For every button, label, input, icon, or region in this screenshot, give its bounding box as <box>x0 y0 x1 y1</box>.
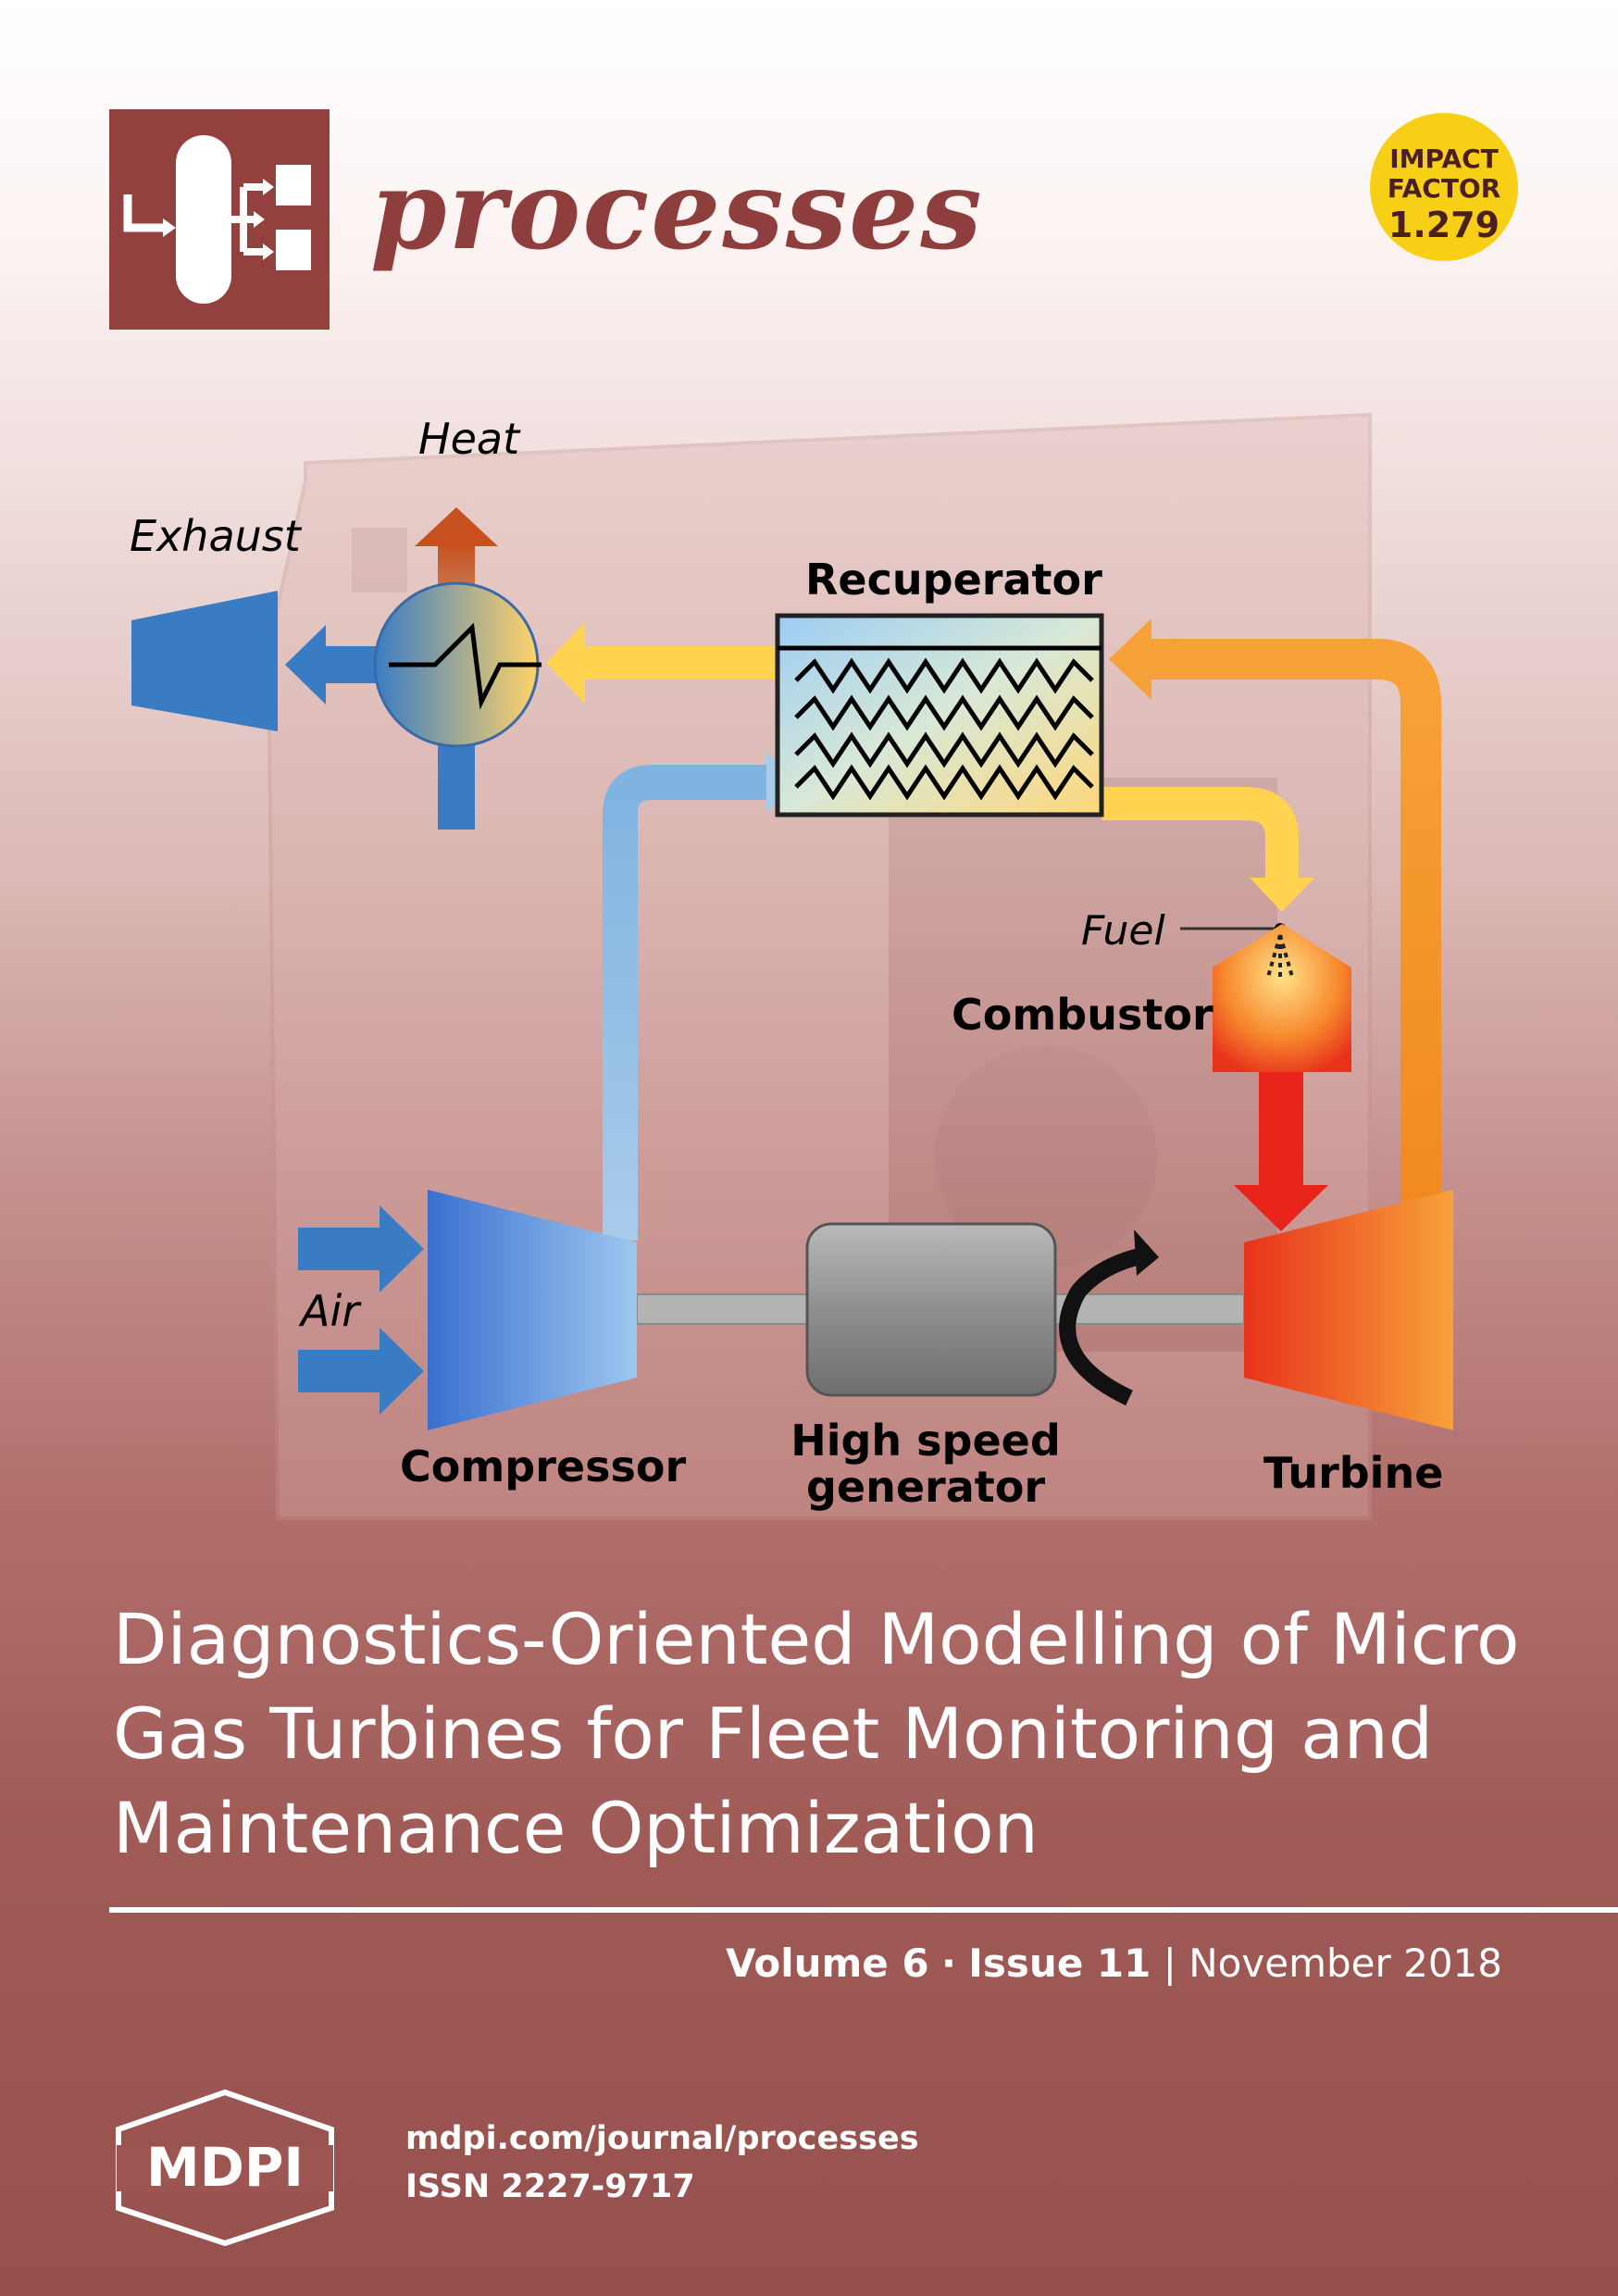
impact-factor-label-line2: FACTOR <box>1387 173 1501 204</box>
article-title-line2: Gas Turbines for Fleet Monitoring and <box>113 1692 1434 1775</box>
issue-date-divider: | <box>1163 1940 1176 1986</box>
issn: ISSN 2227-9717 <box>405 2168 695 2205</box>
combustion-gas-path <box>1259 1072 1303 1188</box>
combustion-gas-arrow-icon <box>1234 1185 1328 1231</box>
exhaust-label: Exhaust <box>130 511 303 561</box>
generator-label-line2: generator <box>806 1462 1045 1512</box>
volume-issue-separator: · <box>940 1940 956 1986</box>
turbine-label: Turbine <box>1263 1448 1443 1498</box>
hot-gas-path <box>1148 639 1441 1204</box>
exhaust-arrow-icon <box>546 622 585 704</box>
volume-label: Volume 6 <box>726 1940 929 1986</box>
preheated-air-path <box>1101 787 1299 880</box>
exhaust-path-yellow <box>579 646 778 680</box>
recuperator-coils <box>778 645 1101 801</box>
turbine-body <box>1244 1190 1453 1430</box>
mdpi-logo-text: MDPI <box>146 2136 304 2199</box>
combustor-chamber <box>1213 924 1351 1072</box>
article-title-line1: Diagnostics-Oriented Modelling of Micro <box>113 1598 1520 1680</box>
heat-exchanger-symbol <box>389 622 541 710</box>
generator-label-line1: High speed <box>790 1416 1061 1466</box>
recuperator-label: Recuperator <box>805 555 1102 605</box>
mdpi-logo-icon: MDPI <box>116 2089 334 2247</box>
compressor-body <box>428 1190 637 1430</box>
rotation-arrowhead-icon <box>1134 1229 1159 1276</box>
title-divider <box>109 1907 1618 1913</box>
journal-url: mdpi.com/journal/processes <box>405 2120 919 2157</box>
air-inlet-arrows-icon <box>298 1205 424 1415</box>
impact-factor-label-line1: IMPACT <box>1389 144 1499 174</box>
exhaust-out-arrow-icon <box>285 625 326 705</box>
heat-label: Heat <box>418 414 521 464</box>
rotation-arrow-icon <box>1059 1246 1150 1406</box>
generator-body <box>805 1222 1057 1397</box>
compressor-label: Compressor <box>400 1441 686 1491</box>
combustor-label: Combustor <box>952 990 1214 1040</box>
article-title-line3: Maintenance Optimization <box>113 1787 1039 1869</box>
fuel-spray-icon <box>1266 934 1294 978</box>
issue-label: Issue 11 <box>968 1940 1151 1986</box>
hot-gas-arrow-icon <box>1109 618 1151 700</box>
gas-turbine-cycle-diagram: Heat Exhaust Recuperator Fuel Combustor … <box>130 412 1453 1520</box>
processes-logo-icon <box>109 109 330 330</box>
exhaust-nozzle <box>131 591 278 731</box>
impact-factor-value: 1.279 <box>1388 205 1500 245</box>
issue-date: November 2018 <box>1189 1940 1502 1986</box>
article-title: Diagnostics-Oriented Modelling of Micro … <box>113 1592 1557 1876</box>
issue-info: Volume 6 · Issue 11 | November 2018 <box>726 1944 1502 1983</box>
cold-air-path <box>603 765 768 1241</box>
air-label: Air <box>298 1286 362 1336</box>
journal-title: processes <box>370 145 984 274</box>
impact-factor-badge: IMPACT FACTOR 1.279 <box>1370 113 1518 261</box>
heat-arrow-icon <box>415 507 498 546</box>
fuel-label: Fuel <box>1081 907 1165 955</box>
preheated-air-arrow-icon <box>1250 878 1314 912</box>
